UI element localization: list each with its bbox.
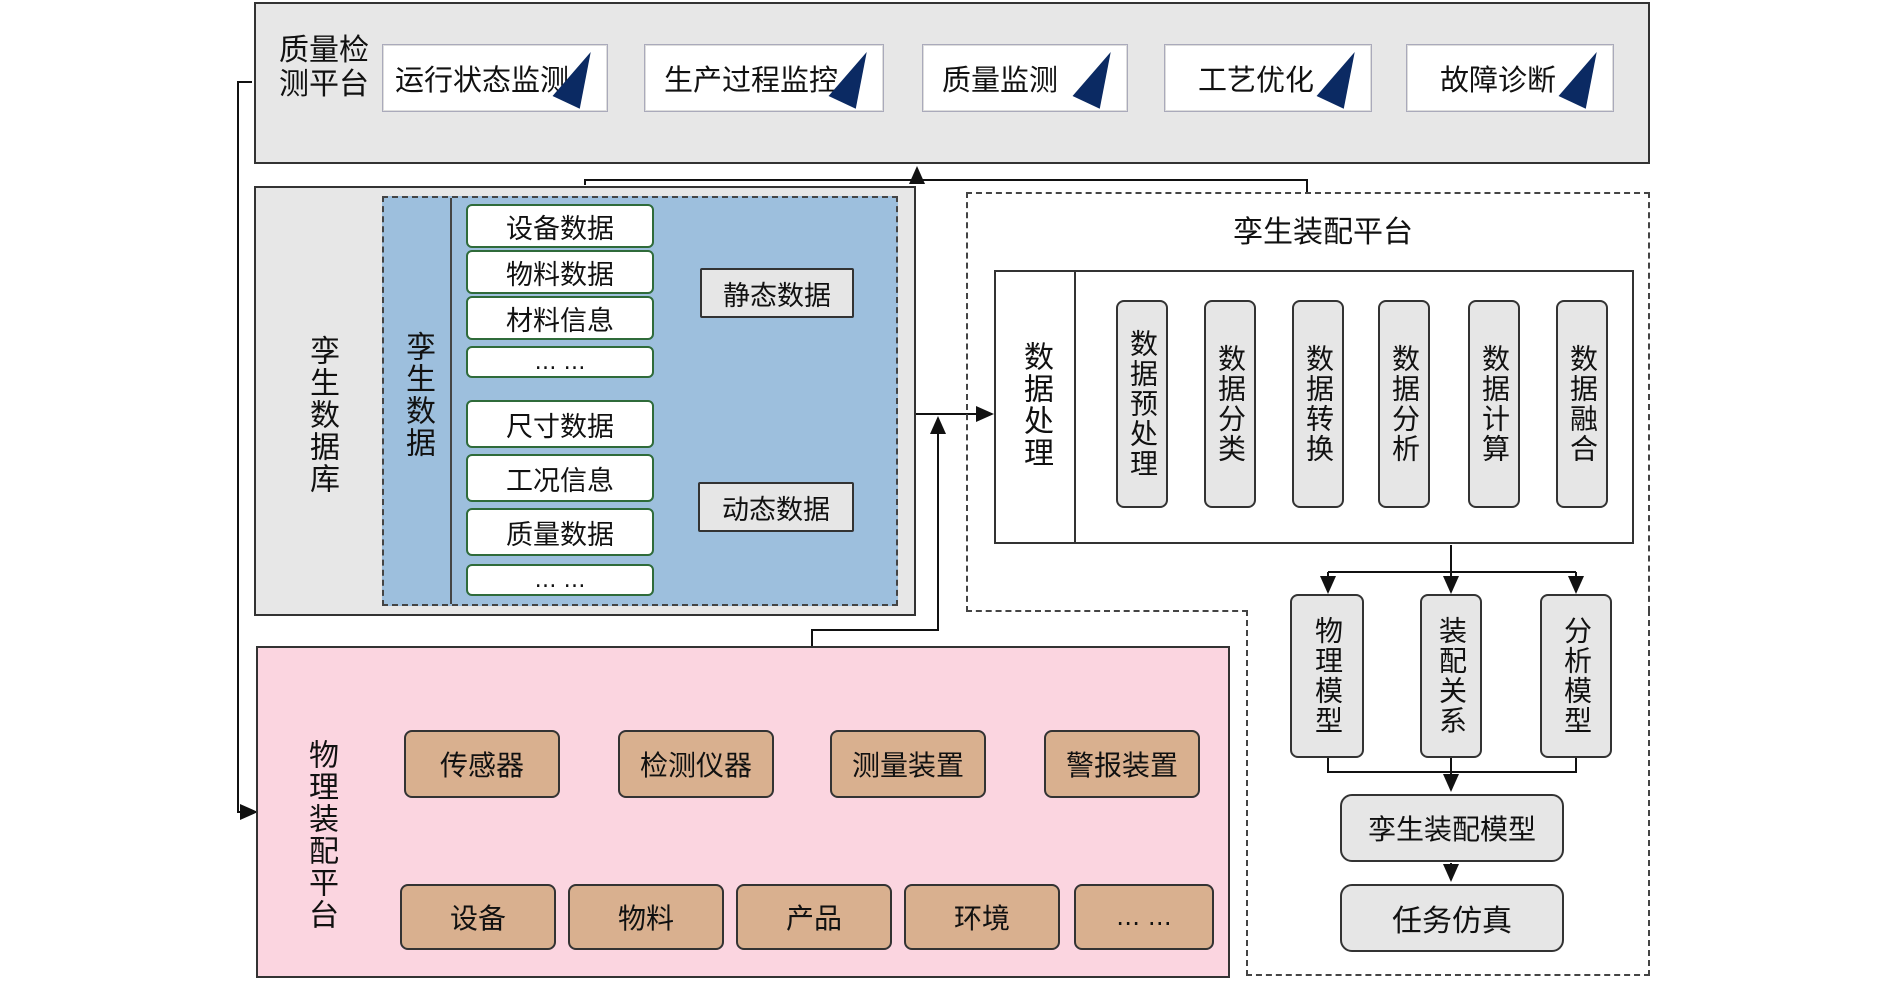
step-convert: 数据转换	[1292, 300, 1344, 508]
step-compute: 数据计算	[1468, 300, 1520, 508]
data-processing-title: 数据处理	[1018, 341, 1053, 469]
step-fuse: 数据融合	[1556, 300, 1608, 508]
twin-assembly-region-edge	[966, 610, 1248, 612]
triangle-icon	[1316, 45, 1368, 109]
quality-item-label: 生产过程监控	[663, 63, 838, 97]
dynamic-item-size: 尺寸数据	[466, 400, 654, 448]
data-processing-divider	[1074, 270, 1076, 544]
quality-item-fault: 故障诊断	[1406, 44, 1614, 112]
model-assembly-relation: 装配关系	[1420, 594, 1482, 758]
dynamic-item-condition: 工况信息	[466, 454, 654, 502]
dynamic-item-quality: 质量数据	[466, 508, 654, 556]
triangle-icon	[828, 45, 880, 109]
object-material: 物料	[568, 884, 724, 950]
triangle-icon	[1558, 45, 1610, 109]
twin-assembly-region-lower	[1246, 610, 1650, 976]
static-item-equipment: 设备数据	[466, 204, 654, 248]
dynamic-item-more: … …	[466, 564, 654, 596]
step-preprocess: 数据预处理	[1116, 300, 1168, 508]
model-analysis: 分析模型	[1540, 594, 1612, 758]
step-classify: 数据分类	[1204, 300, 1256, 508]
object-more: … …	[1074, 884, 1214, 950]
quality-item-craft: 工艺优化	[1164, 44, 1372, 112]
static-item-material-info: 材料信息	[466, 296, 654, 340]
static-data-box: 静态数据	[700, 268, 854, 318]
device-alarm-device: 警报装置	[1044, 730, 1200, 798]
quality-item-process: 生产过程监控	[644, 44, 884, 112]
task-simulation-box: 任务仿真	[1340, 884, 1564, 952]
object-product: 产品	[736, 884, 892, 950]
twin-data-divider	[450, 198, 452, 604]
quality-item-label: 运行状态监测	[394, 63, 569, 97]
quality-platform-title: 质量检测平台	[279, 33, 369, 102]
twin-database-title: 孪生数据库	[304, 335, 339, 495]
static-item-material: 物料数据	[466, 250, 654, 294]
triangle-icon	[552, 45, 604, 109]
twin-assembly-region-upper	[966, 192, 1650, 612]
physical-platform-title: 物理装配平台	[303, 739, 338, 931]
triangle-icon	[1072, 45, 1124, 109]
quality-item-label: 质量监测	[941, 63, 1058, 97]
model-physical: 物理模型	[1290, 594, 1364, 758]
quality-item-label: 工艺优化	[1197, 63, 1314, 97]
step-analyze: 数据分析	[1378, 300, 1430, 508]
dynamic-data-box: 动态数据	[698, 482, 854, 532]
twin-data-title: 孪生数据	[400, 331, 435, 459]
object-equipment: 设备	[400, 884, 556, 950]
device-sensor: 传感器	[404, 730, 560, 798]
twin-assembly-title: 孪生装配平台	[1233, 215, 1413, 250]
static-item-more: … …	[466, 346, 654, 378]
quality-item-runtime: 运行状态监测	[382, 44, 608, 112]
device-measuring-device: 测量装置	[830, 730, 986, 798]
quality-item-label: 故障诊断	[1439, 63, 1556, 97]
twin-assembly-model-box: 孪生装配模型	[1340, 794, 1564, 862]
object-environment: 环境	[904, 884, 1060, 950]
device-inspection-instrument: 检测仪器	[618, 730, 774, 798]
quality-item-quality: 质量监测	[922, 44, 1128, 112]
